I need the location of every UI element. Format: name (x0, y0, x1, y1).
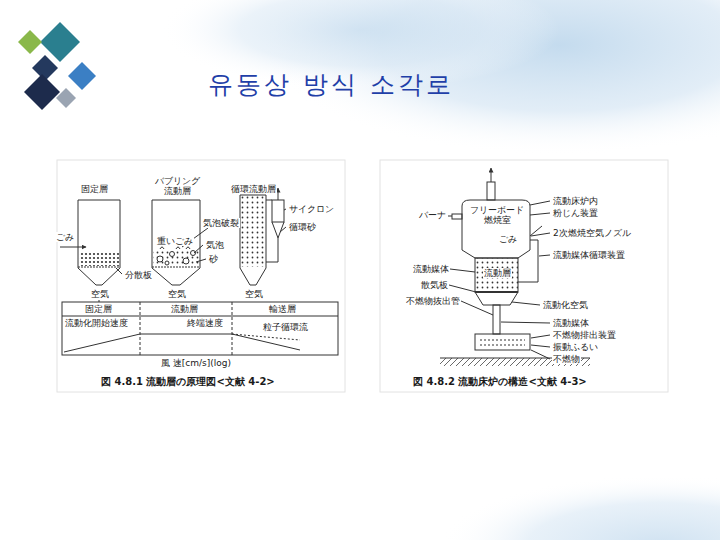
graph-label: 流動化開始速度 (64, 318, 129, 328)
part-label: ごみ (498, 234, 518, 244)
part-label: 流動床炉内 (552, 196, 599, 206)
part-label: 2次燃焼空気ノズル (552, 228, 632, 238)
principle-illustration (60, 188, 338, 355)
part-label: 固定層 (80, 184, 109, 194)
figure-panel (57, 160, 345, 392)
figure-caption: 図 4.8.2 流動床炉の構造<文献 4-3> (412, 376, 588, 388)
part-label: バブリング 流動層 (150, 176, 204, 197)
graph-header: 流動層 (170, 304, 199, 314)
part-label: 流動媒体 (552, 318, 590, 328)
part-label: 不燃物抜出管 (405, 296, 461, 306)
part-label: 空気 (167, 289, 187, 299)
part-label: 循環流動層 (230, 184, 277, 194)
graph-label: 終端速度 (186, 318, 224, 328)
part-label: 循環砂 (288, 222, 317, 232)
part-label: 流動層 (483, 268, 512, 278)
part-label: 分散板 (124, 270, 153, 280)
part-label: 粉じん装置 (552, 208, 599, 218)
part-label: 不燃物 (552, 354, 581, 364)
part-label: 流動化空気 (542, 300, 589, 310)
figure-caption: 図 4.8.1 流動層の原理図<文献 4-2> (100, 376, 276, 388)
part-label: 空気 (90, 289, 110, 299)
slide-title: 유동상 방식 소각로 (208, 70, 454, 100)
part-label: 気泡 (205, 240, 225, 250)
graph-label: 粒子循環流 (262, 322, 309, 332)
part-label: ごみ (55, 232, 75, 242)
part-label: サイクロン (288, 204, 335, 214)
part-label: 流動媒体 (412, 264, 450, 274)
logo (18, 22, 96, 110)
part-label: 砂 (208, 254, 219, 264)
graph-header: 固定層 (84, 304, 113, 314)
part-label: 散気板 (420, 280, 449, 290)
part-label: 空気 (244, 289, 264, 299)
part-label: 重いごみ (156, 236, 194, 246)
part-label: 振動ふるい (552, 342, 599, 352)
part-label: フリーボード 燃焼室 (466, 205, 528, 226)
graph-header: 輸送層 (268, 304, 297, 314)
part-label: バーナ (418, 210, 447, 220)
part-label: 気泡破裂 (202, 218, 240, 228)
figure-panel (380, 160, 668, 392)
axis-label: 風 速[cm/s](log) (160, 358, 232, 368)
part-label: 不燃物排出装置 (552, 330, 617, 340)
part-label: 流動媒体循環装置 (552, 250, 626, 260)
